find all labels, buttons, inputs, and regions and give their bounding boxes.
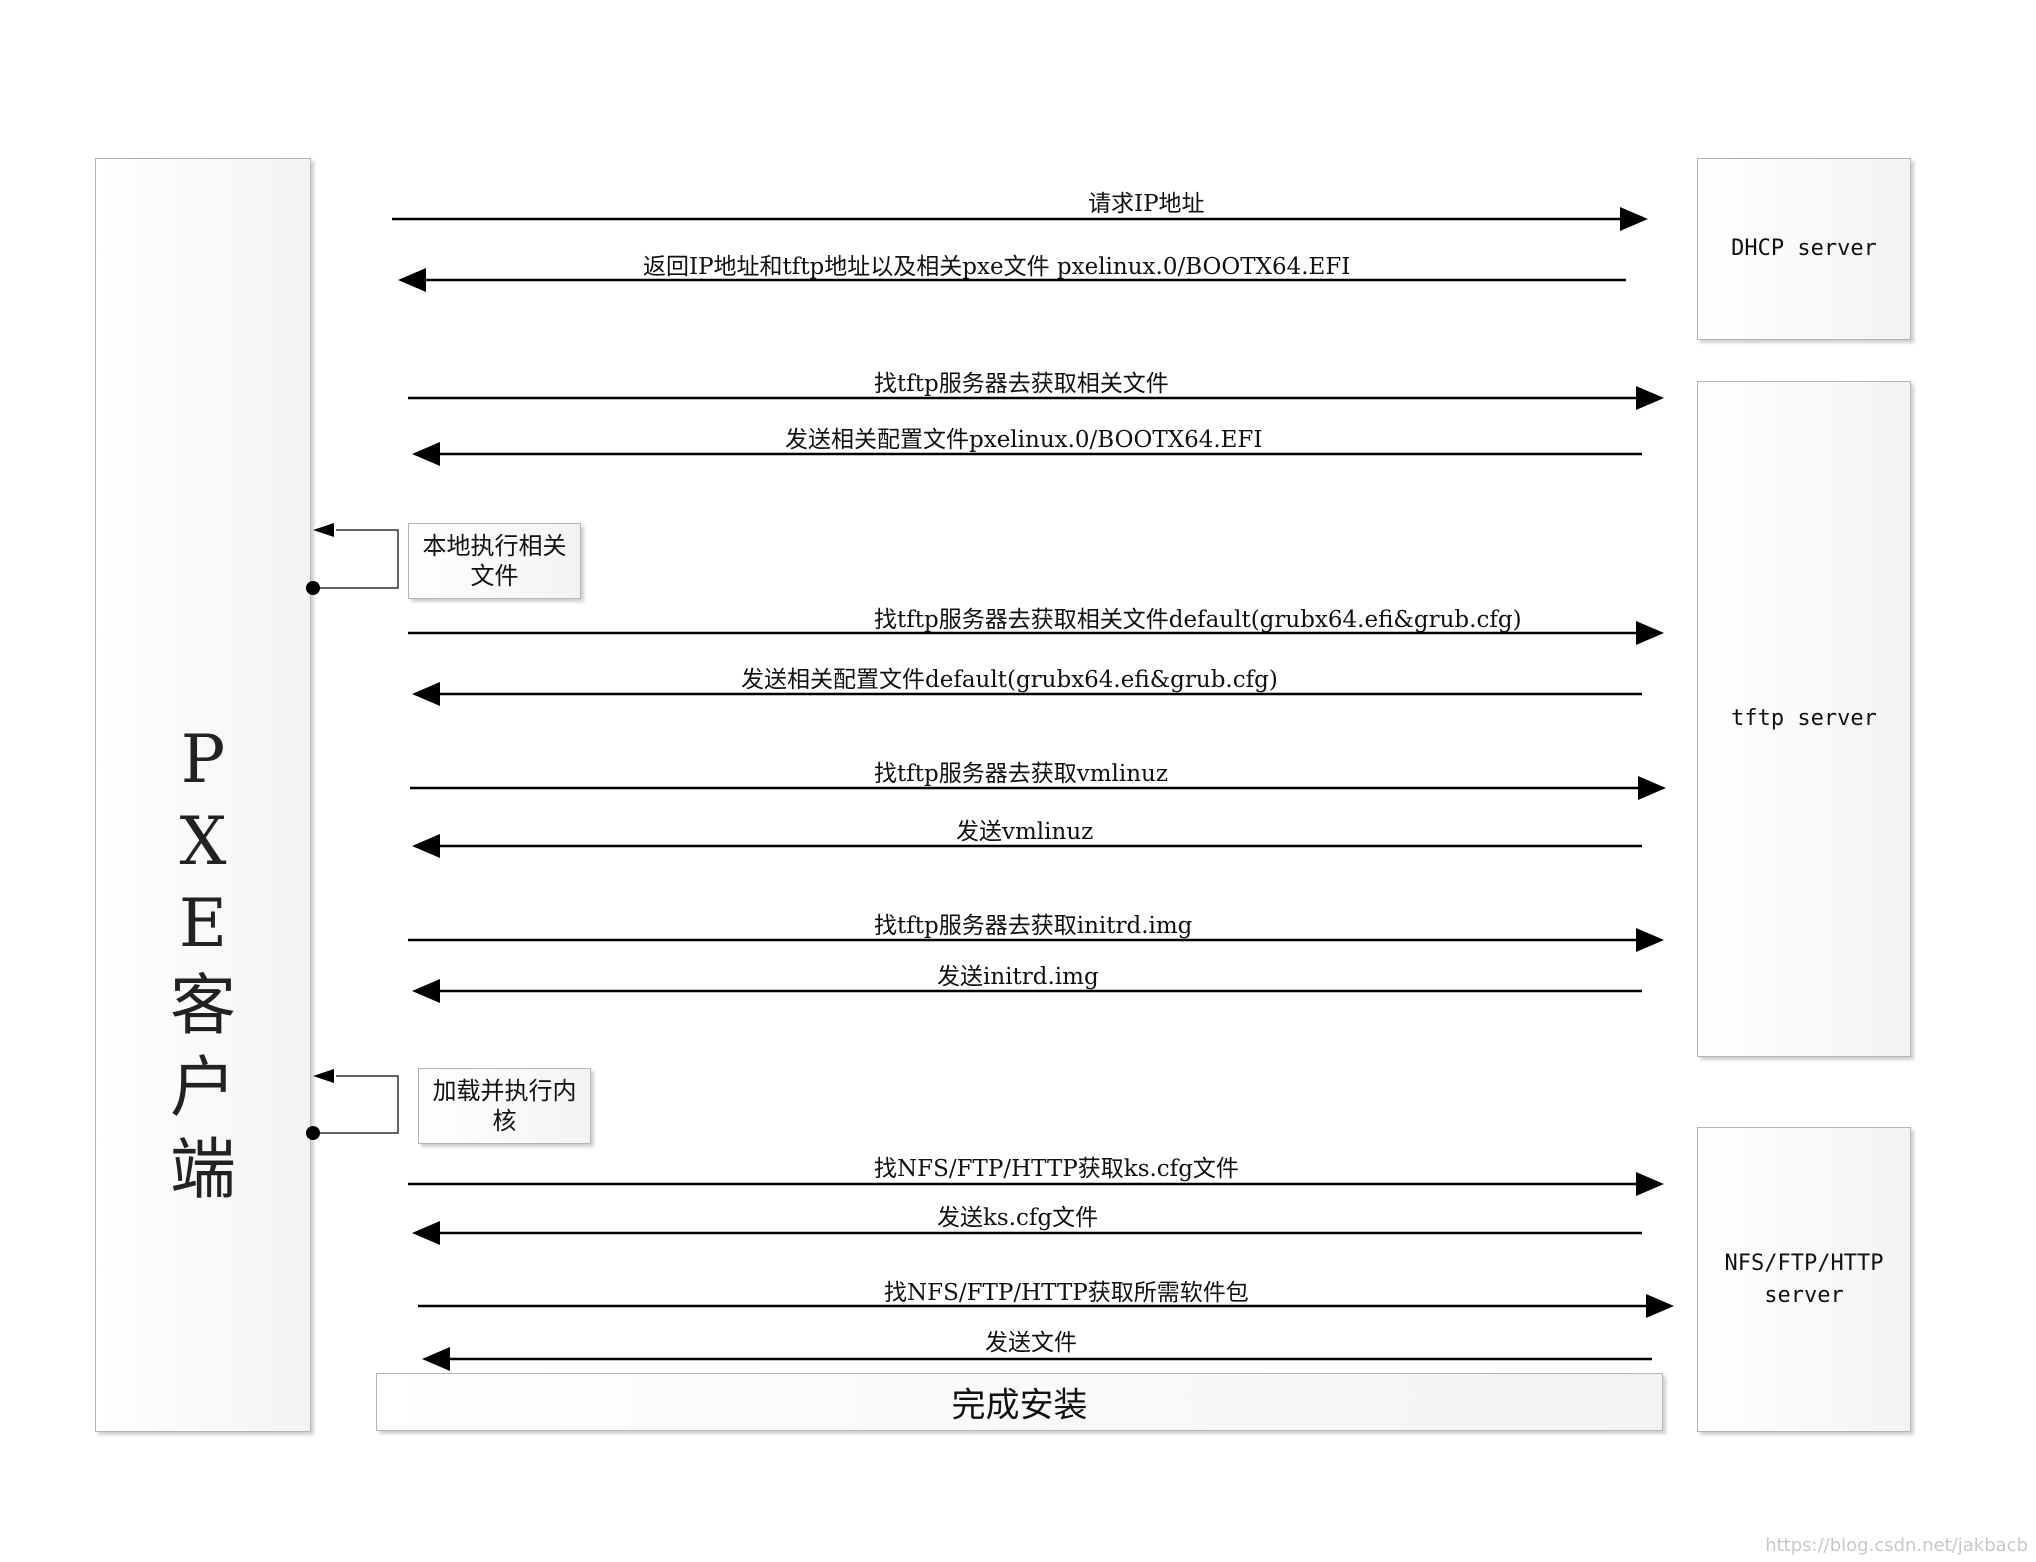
watermark-text: https://blog.csdn.net/jakbacb: [1765, 1535, 2028, 1556]
msg-label-get-packages: 找NFS/FTP/HTTP获取所需软件包: [884, 1280, 1249, 1306]
self-loop-load-kernel: [306, 1069, 399, 1140]
nfs-server-box: NFS/FTP/HTTP server: [1697, 1127, 1911, 1432]
msg-label-get-vmlinuz: 找tftp服务器去获取vmlinuz: [874, 761, 1168, 787]
msg-label-send-ks: 发送ks.cfg文件: [937, 1205, 1099, 1231]
arrow-request-ip: [392, 207, 1648, 231]
arrow-get-default: [408, 621, 1664, 645]
dhcp-server-box: DHCP server: [1697, 158, 1911, 340]
note-local-exec-label: 本地执行相关 文件: [422, 532, 567, 590]
msg-label-get-files: 找tftp服务器去获取相关文件: [874, 371, 1169, 397]
note-local-exec-box: 本地执行相关 文件: [408, 523, 581, 599]
msg-label-send-pxelinux: 发送相关配置文件pxelinux.0/BOOTX64.EFI: [785, 427, 1263, 453]
msg-label-send-vmlinuz: 发送vmlinuz: [956, 819, 1094, 845]
arrow-send-vmlinuz: [412, 834, 1642, 858]
tftp-server-box: tftp server: [1697, 381, 1911, 1057]
msg-label-send-files: 发送文件: [985, 1330, 1077, 1356]
msg-label-send-initrd: 发送initrd.img: [937, 964, 1099, 990]
install-complete-label: 完成安装: [951, 1385, 1088, 1426]
dhcp-server-label: DHCP server: [1731, 236, 1877, 261]
msg-label-return-ip: 返回IP地址和tftp地址以及相关pxe文件 pxelinux.0/BOOTX6…: [643, 254, 1351, 280]
self-loop-local-exec: [306, 523, 399, 595]
pxe-client-label: P X E 客 户 端: [170, 721, 236, 1208]
install-complete-bar: 完成安装: [376, 1373, 1663, 1431]
note-load-kernel-label: 加载并执行内 核: [432, 1077, 577, 1135]
arrow-send-default: [412, 682, 1642, 706]
arrow-get-packages: [418, 1294, 1674, 1318]
note-load-kernel-box: 加载并执行内 核: [418, 1068, 591, 1144]
msg-label-get-ks: 找NFS/FTP/HTTP获取ks.cfg文件: [874, 1156, 1239, 1182]
arrow-get-vmlinuz: [410, 776, 1666, 800]
pxe-client-box: P X E 客 户 端: [95, 158, 311, 1432]
msg-label-send-default: 发送相关配置文件default(grubx64.efi&grub.cfg): [741, 667, 1278, 693]
arrow-send-files: [422, 1347, 1652, 1371]
msg-label-request-ip: 请求IP地址: [1088, 191, 1205, 217]
msg-label-get-default: 找tftp服务器去获取相关文件default(grubx64.efi&grub.…: [874, 607, 1522, 633]
arrow-get-ks: [408, 1172, 1664, 1196]
nfs-server-label: NFS/FTP/HTTP server: [1724, 1250, 1884, 1308]
arrow-send-ks: [412, 1221, 1642, 1245]
arrow-send-initrd: [412, 979, 1642, 1003]
arrow-send-pxelinux: [412, 442, 1642, 466]
msg-label-get-initrd: 找tftp服务器去获取initrd.img: [874, 913, 1193, 939]
tftp-server-label: tftp server: [1731, 706, 1877, 731]
arrow-get-files: [408, 386, 1664, 410]
arrow-get-initrd: [408, 928, 1664, 952]
arrow-return-ip: [398, 268, 1626, 292]
